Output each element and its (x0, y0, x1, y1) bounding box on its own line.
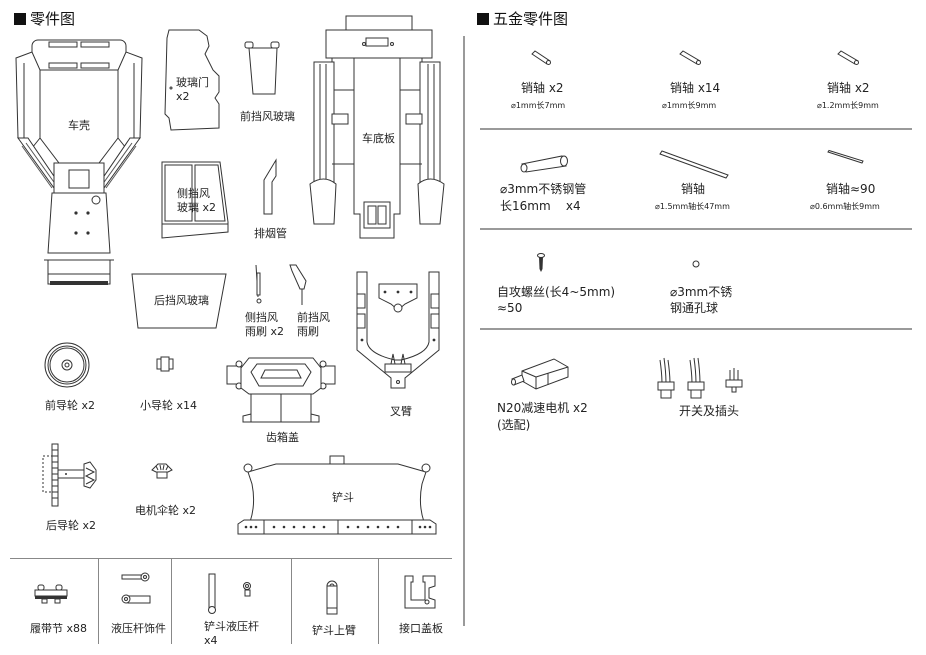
part-label: 车底板 (362, 132, 395, 145)
part-label: 小导轮 x14 (140, 399, 198, 412)
part-label-2: 雨刷 (297, 325, 319, 338)
part-label: 侧挡风 (177, 187, 210, 200)
part-label: 齿箱盖 (266, 431, 299, 444)
title-text: 零件图 (30, 10, 76, 28)
part-label: 前导轮 x2 (45, 399, 96, 412)
track-link-drawing (34, 584, 68, 604)
fork-arm-drawing (355, 270, 441, 392)
chassis-plate-drawing (304, 14, 450, 242)
screw-icon (536, 253, 546, 272)
bucket-upper-arm-drawing (324, 580, 340, 616)
part-label: 铲斗液压杆 (204, 620, 259, 633)
cell-divider (171, 558, 172, 644)
bucket-hydraulic-rod-drawing (205, 572, 255, 616)
part-label: 玻璃门 (176, 76, 209, 89)
hw-label: 销轴≈90 (826, 182, 876, 196)
hw-label-2: 钢通孔球 (670, 301, 719, 315)
pin-long-icon (658, 150, 730, 182)
shell-drawing (14, 38, 144, 285)
section-divider (463, 36, 465, 626)
part-label: 叉臂 (390, 405, 412, 418)
hydraulic-rod-trim-drawing (120, 572, 152, 606)
glass-door-drawing (165, 28, 223, 132)
hw-spec: ⌀0.6mm轴长9mm (810, 202, 880, 211)
motor-bevel-gear-drawing (150, 462, 174, 480)
interface-cover-drawing (403, 574, 437, 610)
hw-spec: ⌀1mm长9mm (662, 101, 717, 110)
pin-icon (678, 50, 702, 66)
row-divider (480, 328, 912, 330)
cell-divider (378, 558, 379, 644)
part-label: 接口盖板 (399, 622, 443, 635)
hw-label-2: ≈50 (497, 301, 523, 315)
part-label: 履带节 x88 (30, 622, 88, 635)
row-divider (480, 228, 912, 230)
part-label: 排烟管 (254, 227, 287, 240)
hw-label: 销轴 x2 (827, 81, 870, 95)
hw-label: 开关及插头 (679, 404, 740, 418)
side-windshield-drawing (160, 160, 232, 240)
pin-thin-icon (826, 150, 866, 166)
gearbox-cover-drawing (225, 358, 337, 426)
parts-diagram-title: 零件图 (14, 8, 75, 29)
hw-label: ⌀3mm不锈钢管 (500, 182, 587, 196)
steel-tube-icon (518, 154, 570, 174)
part-label: 液压杆饰件 (111, 622, 166, 635)
pin-icon (836, 50, 860, 66)
side-wiper-drawing (253, 263, 265, 305)
rear-windshield-drawing (130, 272, 228, 330)
part-label: 铲斗上臂 (312, 624, 356, 637)
hw-label: 销轴 x2 (521, 81, 564, 95)
part-label-2: 玻璃 x2 (177, 201, 217, 214)
part-label: 侧挡风 (245, 311, 278, 324)
bottom-row-divider (10, 558, 452, 559)
title-square-icon (477, 12, 489, 25)
hw-label: 销轴 x14 (670, 81, 721, 95)
rear-guide-wheel-drawing (42, 442, 98, 508)
part-label: 车壳 (68, 119, 90, 132)
hw-spec: ⌀1.2mm长9mm (817, 101, 879, 110)
part-label: 后导轮 x2 (46, 519, 97, 532)
hw-label: ⌀3mm不锈 (670, 285, 733, 299)
cell-divider (98, 558, 99, 644)
connector-plugs-icon (656, 358, 750, 400)
front-guide-wheel-drawing (44, 342, 90, 388)
part-qty: x2 (176, 90, 190, 103)
bucket-drawing (236, 454, 440, 540)
hw-label-2: (选配) (497, 418, 531, 432)
ball-icon (692, 260, 700, 268)
hw-spec: ⌀1.5mm轴长47mm (655, 202, 730, 211)
part-label: 后挡风玻璃 (154, 294, 209, 307)
cell-divider (291, 558, 292, 644)
row-divider (480, 128, 912, 130)
title-square-icon (14, 12, 26, 25)
part-label: 前挡风玻璃 (240, 110, 295, 123)
hw-label-2: 长16mm x4 (500, 199, 581, 213)
part-label-2: x4 (204, 634, 218, 647)
exhaust-pipe-drawing (262, 158, 280, 216)
hw-spec: ⌀1mm长7mm (511, 101, 566, 110)
hw-label: 自攻螺丝(长4~5mm) (497, 285, 616, 299)
title-text: 五金零件图 (493, 10, 569, 28)
small-guide-wheel-drawing (156, 356, 174, 372)
pin-icon (530, 50, 552, 66)
part-label: 铲斗 (332, 491, 354, 504)
part-label: 电机伞轮 x2 (135, 504, 197, 517)
part-label: 前挡风 (297, 311, 330, 324)
hw-label: N20减速电机 x2 (497, 401, 588, 415)
hw-label: 销轴 (681, 182, 706, 196)
front-windshield-drawing (243, 40, 283, 96)
front-wiper-drawing (288, 263, 310, 307)
motor-icon (510, 357, 570, 393)
hardware-parts-title: 五金零件图 (477, 8, 568, 29)
part-label-2: 雨刷 x2 (245, 325, 285, 338)
